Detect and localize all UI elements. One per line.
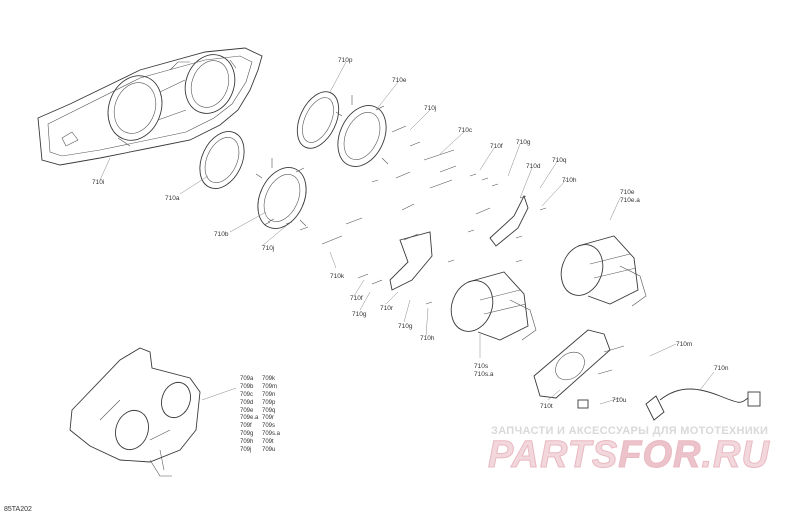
diagram-code: 85TA202 <box>4 506 32 513</box>
harness-710n <box>577 388 761 421</box>
callout-710e-a-right: 710e.a <box>620 197 640 204</box>
legend-item: 709f <box>240 423 252 430</box>
callout-710d: 710d <box>526 163 541 170</box>
legend-item: 709q <box>262 407 276 414</box>
callout-710g-upper: 710g <box>516 139 531 146</box>
watermark-brand-b: FOR <box>618 434 702 477</box>
legend-item: 709k <box>262 376 276 382</box>
legend-item: 709r <box>262 415 275 422</box>
callout-710m: 710m <box>676 341 693 348</box>
trim-ring-710p <box>296 91 340 149</box>
headlamp-bezel <box>37 47 263 166</box>
callout-710f-lower: 710f <box>350 295 363 302</box>
callout-710t: 710t <box>540 403 553 410</box>
callout-710q: 710q <box>552 157 567 164</box>
callout-710n: 710n <box>714 365 729 372</box>
legend-item: 709a <box>240 376 254 382</box>
legend-item: 709b <box>240 383 254 390</box>
legend-item: 709u <box>262 447 276 454</box>
lamp-module-710e <box>560 235 647 307</box>
watermark-brand-c: .RU <box>701 434 770 477</box>
callout-710r: 710r <box>380 305 394 312</box>
legend-item: 709s.a <box>262 431 281 438</box>
legend-item: 709p <box>262 399 276 406</box>
legend-item: 709t <box>262 439 274 446</box>
gasket-plate-710t <box>533 329 611 399</box>
watermark-tagline: ЗАПЧАСТИ И АКСЕССУАРЫ ДЛЯ МОТОТЕХНИКИ <box>491 425 769 437</box>
legend-item: 709s <box>262 423 276 430</box>
trim-ring-710a <box>199 131 245 189</box>
callout-710i: 710i <box>92 179 105 186</box>
mount-bracket-710b <box>255 167 307 229</box>
legend-table: 709a 709k 709b 709m 709c 709n 709d 709p 709e… <box>240 376 284 454</box>
callout-710p: 710p <box>338 57 353 64</box>
mount-bracket-710e <box>335 105 389 167</box>
callout-710e-top: 710e <box>392 77 407 84</box>
legend-item: 709n <box>262 391 276 398</box>
fasteners <box>263 95 625 375</box>
legend-item: 709g <box>240 431 254 438</box>
callout-710c: 710c <box>458 127 473 134</box>
callout-710b: 710b <box>214 231 229 238</box>
callout-710j-lower: 710j <box>262 245 275 252</box>
callout-710s: 710s <box>474 363 489 370</box>
callout-710f-upper: 710f <box>490 143 503 150</box>
leader-lines <box>99 61 715 405</box>
lamp-module-710s <box>450 271 537 341</box>
legend-item: 709e <box>240 407 254 414</box>
legend-item: 709c <box>240 391 254 398</box>
watermark-brand-a: PARTS <box>487 434 619 477</box>
callout-710s-a: 710s.a <box>474 371 494 378</box>
callout-710u: 710u <box>612 397 627 404</box>
callout-710g-lower-left: 710g <box>352 311 367 318</box>
callout-710k: 710k <box>330 273 345 280</box>
callout-710g-lower: 710g <box>398 323 413 330</box>
callout-710a: 710a <box>165 195 180 202</box>
legend-item: 709j <box>240 447 252 454</box>
callout-710e-right: 710e <box>620 189 635 196</box>
legend-item: 709d <box>240 399 254 406</box>
legend-item: 709e.a <box>240 415 259 422</box>
assembled-view <box>69 347 201 477</box>
callout-710j-upper: 710j <box>424 105 437 112</box>
legend-item: 709m <box>262 383 278 390</box>
callout-710h-lower: 710h <box>420 335 435 342</box>
callout-710h-upper: 710h <box>562 177 577 184</box>
legend-item: 709h <box>240 439 254 446</box>
watermark-brand: PARTSFOR.RU <box>487 434 770 477</box>
